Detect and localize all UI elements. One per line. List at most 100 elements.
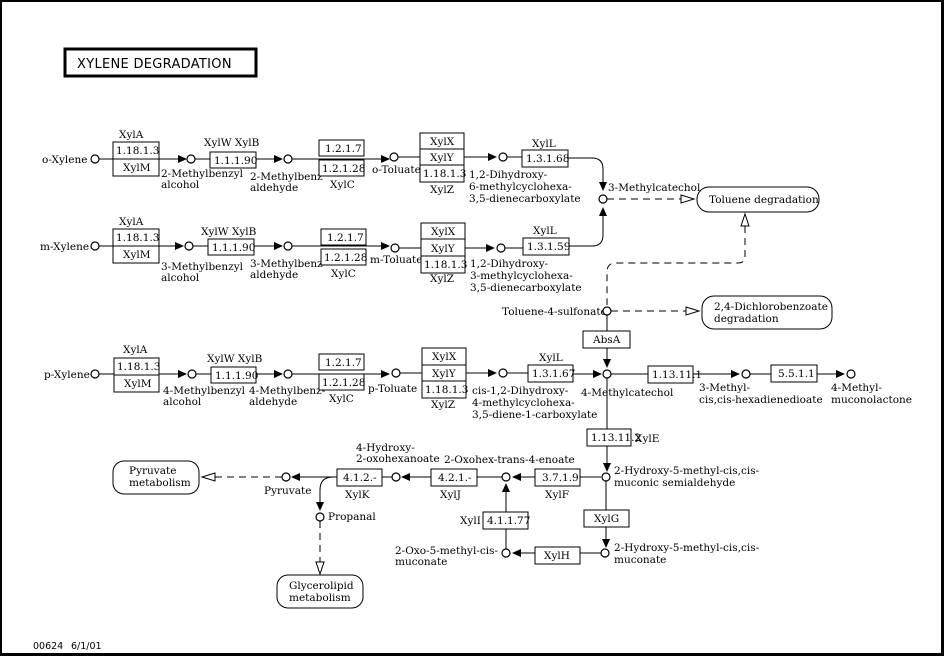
ec-number: 5.5.1.1 — [778, 368, 815, 380]
ec-number: 1.3.1.67 — [532, 368, 575, 380]
gene-box[interactable] — [112, 158, 160, 177]
compound-node-m-xylene[interactable] — [90, 241, 100, 251]
gene-label: XylZ — [430, 273, 454, 285]
row-p-xylene: p-Xylene XylA 1.18.1.3 XylM 4-Methylbenz… — [44, 344, 602, 421]
compound-node-pyruvate[interactable] — [281, 472, 291, 482]
map-glycerolipid-metabolism[interactable]: Glycerolipid metabolism — [276, 574, 364, 609]
enzyme-box[interactable] — [318, 353, 365, 371]
map-pyruvate-metabolism[interactable]: Pyruvate metabolism — [112, 460, 200, 495]
compound-node-4-methylcatechol[interactable] — [602, 369, 612, 379]
compound-node-toluate[interactable] — [390, 243, 400, 253]
compound-node-hydroxyoxohexanoate[interactable] — [391, 472, 401, 482]
compound-node-alcohol[interactable] — [186, 154, 196, 164]
enzyme-box[interactable] — [419, 164, 465, 183]
gene-label: XylA — [123, 344, 148, 356]
compound-label: alcohol — [161, 272, 200, 284]
arrowhead — [178, 370, 187, 378]
compound-node-alcohol[interactable] — [187, 369, 197, 379]
map-label: degradation — [714, 313, 779, 325]
compound-node-muconate[interactable] — [600, 548, 610, 558]
compound-node-toluate[interactable] — [389, 152, 399, 162]
gene-label: XylY — [430, 152, 455, 164]
compound-label: 4-Methyl- — [831, 382, 882, 394]
compound-node-alcohol[interactable] — [184, 241, 194, 251]
compound-node-hexadienedioate[interactable] — [741, 369, 751, 379]
enzyme-box[interactable] — [770, 364, 818, 383]
compound-node-oxohexenoate[interactable] — [501, 472, 511, 482]
gene-label: XylL — [533, 225, 557, 237]
map-toluene-degradation[interactable]: Toluene degradation — [696, 186, 820, 213]
arrowhead — [381, 370, 390, 378]
compound-node-oxomuconate[interactable] — [501, 548, 511, 558]
enzyme-box[interactable] — [209, 151, 257, 169]
arrowhead — [593, 370, 602, 378]
enzyme-box[interactable] — [318, 139, 365, 157]
compound-label: 2-Oxohex-trans-4-enoate — [444, 454, 575, 466]
arrowhead — [603, 359, 611, 368]
open-arrowhead — [315, 561, 325, 576]
arrowhead — [502, 483, 510, 492]
compound-node-semialdehyde[interactable] — [601, 472, 611, 482]
compound-node-p-xylene[interactable] — [90, 369, 100, 379]
compound-node-propanal[interactable] — [315, 512, 325, 522]
gene-label: XylA — [119, 216, 144, 228]
enzyme-box[interactable] — [421, 380, 467, 399]
arrowhead — [381, 155, 390, 163]
arrowhead — [381, 242, 390, 250]
enzyme-box[interactable] — [207, 238, 255, 256]
compound-node-aldehyde[interactable] — [283, 369, 293, 379]
enzyme-box[interactable] — [318, 373, 365, 391]
compound-node-diol[interactable] — [498, 368, 508, 378]
enzyme-box[interactable] — [320, 248, 367, 266]
arrowhead — [603, 463, 611, 472]
gene-label: AbsA — [592, 334, 621, 346]
compound-label: 1,2-Dihydroxy- — [470, 258, 549, 270]
map-label: Toluene degradation — [709, 194, 819, 206]
compound-node-aldehyde[interactable] — [283, 154, 293, 164]
compound-label: o-Toluate — [372, 164, 421, 176]
enzyme-box[interactable] — [482, 511, 529, 530]
enzyme-box[interactable] — [320, 228, 367, 246]
enzyme-box[interactable] — [534, 468, 581, 487]
compound-node-muconolactone[interactable] — [846, 369, 856, 379]
compound-node-3-methylcatechol[interactable] — [598, 194, 608, 204]
compound-label: 4-methylcyclohexa- — [472, 397, 575, 409]
compound-label: aldehyde — [249, 396, 297, 408]
compound-label: 3,5-dienecarboxylate — [470, 282, 582, 294]
compound-node-aldehyde[interactable] — [283, 241, 293, 251]
compound-node-diol[interactable] — [498, 152, 508, 162]
compound-node-diol[interactable] — [496, 243, 506, 253]
compound-label: 3-Methyl- — [699, 382, 750, 394]
gene-box[interactable] — [112, 245, 160, 264]
enzyme-box[interactable] — [336, 468, 383, 487]
gene-label: XylX — [430, 136, 455, 148]
gene-label: XylK — [345, 489, 370, 501]
enzyme-box[interactable] — [430, 468, 478, 487]
ec-number: 1.3.1.68 — [526, 153, 569, 165]
ec-number: 1.18.1.3 — [423, 168, 466, 180]
arrowhead — [401, 473, 410, 481]
ec-number: 1.1.1.90 — [214, 155, 257, 167]
compound-label: Pyruvate — [264, 485, 311, 497]
ec-number: 1.3.1.59 — [527, 241, 570, 253]
enzyme-box[interactable] — [647, 365, 694, 384]
ec-number: 1.13.11.1 — [652, 369, 702, 381]
gene-label: XylW XylB — [207, 353, 263, 365]
enzyme-box[interactable] — [420, 255, 466, 274]
compound-node-o-xylene[interactable] — [90, 154, 100, 164]
arrowhead — [274, 242, 283, 250]
compound-node-toluene-4-sulfonate[interactable] — [602, 306, 612, 316]
enzyme-box[interactable] — [210, 366, 257, 384]
arrowhead — [175, 242, 184, 250]
compound-node-toluate[interactable] — [391, 368, 401, 378]
enzyme-box[interactable] — [318, 159, 365, 177]
gene-box[interactable] — [113, 374, 160, 393]
gene-box-xylh[interactable] — [534, 546, 581, 565]
map-dichlorobenzoate-degradation[interactable]: 2,4-Dichlorobenzoate degradation — [701, 295, 833, 330]
enzyme-box[interactable] — [586, 428, 632, 447]
gene-label: XylM — [123, 162, 151, 174]
compound-label: cis,cis-hexadienedioate — [699, 394, 823, 406]
ec-number: 1.1.1.90 — [215, 370, 258, 382]
compound-label: muconic semialdehyde — [614, 477, 735, 489]
toluene-4-sulfonate-node: Toluene-4-sulfonate AbsA — [502, 306, 701, 368]
